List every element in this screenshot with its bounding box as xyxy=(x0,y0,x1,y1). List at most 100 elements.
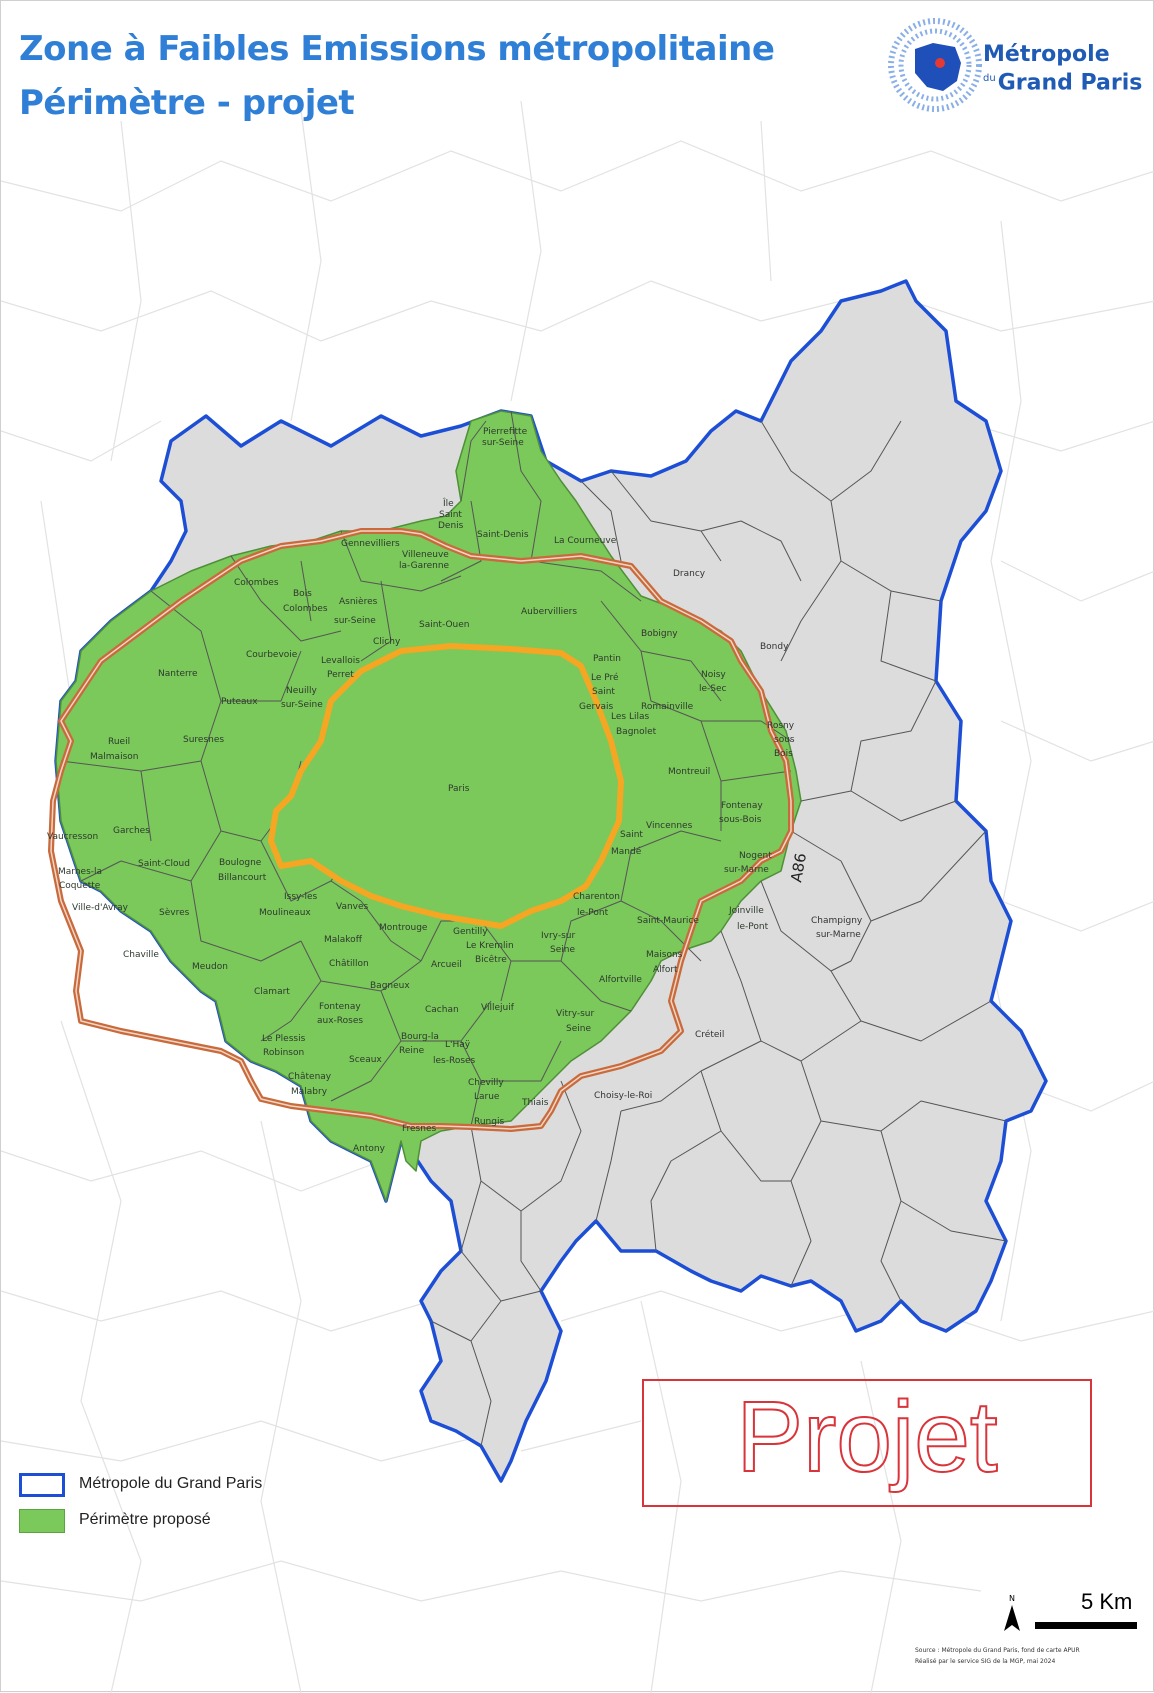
place-pantin: Pantin xyxy=(593,654,621,664)
place-antony: Antony xyxy=(353,1144,386,1154)
place-saint-ouen: Saint-Ouen xyxy=(419,620,470,630)
place-arcueil: Arcueil xyxy=(431,960,462,970)
place-ville-davray: Ville-d'Avray xyxy=(72,903,129,913)
place-chatenay: Châtenay xyxy=(288,1072,332,1082)
source-line1: Source : Métropole du Grand Paris, fond … xyxy=(915,1647,1080,1654)
place-rosny: Rosny xyxy=(767,721,795,731)
place-chaville: Chaville xyxy=(123,950,159,960)
place-malakoff: Malakoff xyxy=(324,935,363,945)
place-chatenay-2: Malabry xyxy=(291,1087,328,1097)
place-noisy-2: le-Sec xyxy=(699,684,727,694)
place-sevres: Sèvres xyxy=(159,907,190,918)
place-marnes-2: Coquette xyxy=(59,881,101,891)
place-kremlin-2: Bicêtre xyxy=(475,954,507,965)
place-levallois: Levallois xyxy=(321,656,360,666)
place-kremlin: Le Kremlin xyxy=(466,941,514,951)
place-rosny-3: Bois xyxy=(774,749,793,759)
place-chevilly: Chevilly xyxy=(468,1078,504,1088)
place-pre: Le Pré xyxy=(591,672,619,683)
place-champigny: Champigny xyxy=(811,916,863,926)
place-romainville: Romainville xyxy=(641,702,694,712)
place-pierrefitte: Pierrefitte xyxy=(483,427,528,437)
place-bagnolet: Bagnolet xyxy=(616,727,657,737)
place-ile-st-denis: Île xyxy=(442,497,454,509)
place-joinville-2: le-Pont xyxy=(737,922,769,932)
legend-metropole-swatch xyxy=(19,1473,65,1497)
place-clamart: Clamart xyxy=(254,987,290,997)
source-note: Source : Métropole du Grand Paris, fond … xyxy=(915,1645,1080,1667)
place-fontenay-sb-2: sous-Bois xyxy=(719,815,762,825)
place-saint-maurice: Saint-Maurice xyxy=(637,916,699,926)
projet-stamp-text: Projet xyxy=(736,1381,997,1493)
legend-perimetre-swatch xyxy=(19,1509,65,1533)
metropole-logo-text: Métropole duGrand Paris xyxy=(983,43,1142,95)
place-boulogne-2: Billancourt xyxy=(218,873,267,883)
place-saint-cloud: Saint-Cloud xyxy=(138,859,190,869)
logo-line2: Grand Paris xyxy=(997,70,1143,96)
place-rueil: Rueil xyxy=(108,737,130,747)
place-asnieres-2: sur-Seine xyxy=(334,616,376,626)
place-saint-mande: Saint xyxy=(620,830,643,840)
place-bourg-2: Reine xyxy=(399,1046,425,1056)
place-champigny-2: sur-Marne xyxy=(816,930,861,940)
place-thiais: Thiais xyxy=(521,1098,549,1108)
place-villeneuve: Villeneuve xyxy=(402,550,449,560)
place-aubervilliers: Aubervilliers xyxy=(521,607,577,617)
place-garches: Garches xyxy=(113,826,150,836)
a86-label: A86 xyxy=(787,852,810,884)
place-villeneuve-2: la-Garenne xyxy=(399,561,450,571)
place-plessis: Le Plessis xyxy=(262,1034,306,1044)
place-issy: Issy-les xyxy=(284,892,317,902)
background-communes xyxy=(1,100,1154,1693)
place-chevilly-2: Larue xyxy=(474,1092,500,1102)
map-title: Zone à Faibles Emissions métropolitaine xyxy=(19,29,775,69)
place-ile-st-denis-2: Saint xyxy=(439,510,462,520)
place-fresnes: Fresnes xyxy=(402,1124,436,1134)
place-vincennes: Vincennes xyxy=(646,821,693,831)
place-choisy: Choisy-le-Roi xyxy=(594,1091,652,1101)
place-asnieres: Asnières xyxy=(339,596,378,607)
place-alfortville: Alfortville xyxy=(599,975,642,985)
place-puteaux: Puteaux xyxy=(221,697,258,707)
place-pre-3: Gervais xyxy=(579,702,614,712)
place-marnes: Marnes-la xyxy=(58,867,102,877)
place-bondy: Bondy xyxy=(760,642,789,652)
place-nogent-2: sur-Marne xyxy=(724,865,769,875)
place-les-lilas: Les Lilas xyxy=(611,712,649,722)
place-plessis-2: Robinson xyxy=(263,1048,304,1058)
place-fontenay-r-2: aux-Roses xyxy=(317,1016,363,1026)
place-la-courneuve: La Courneuve xyxy=(554,536,617,546)
place-creteil: Créteil xyxy=(695,1029,724,1040)
place-vitry: Vitry-sur xyxy=(556,1009,594,1019)
place-maisons: Maisons xyxy=(646,950,683,960)
legend-perimetre-label: Périmètre proposé xyxy=(79,1511,211,1528)
place-villejuif: Villejuif xyxy=(481,1003,515,1013)
place-ile-st-denis-3: Denis xyxy=(438,521,464,531)
place-saint-denis: Saint-Denis xyxy=(477,530,529,540)
place-ivry: Ivry-sur xyxy=(541,931,575,941)
scale-label: 5 Km xyxy=(1081,1589,1133,1614)
place-fontenay-r: Fontenay xyxy=(319,1002,361,1012)
place-pierrefitte-2: sur-Seine xyxy=(482,438,524,448)
place-neuilly-2: sur-Seine xyxy=(281,700,323,710)
north-arrow-icon: N xyxy=(1004,1594,1020,1631)
place-rungis: Rungis xyxy=(474,1117,504,1127)
place-suresnes: Suresnes xyxy=(183,735,224,745)
place-nanterre: Nanterre xyxy=(158,669,198,679)
place-gennevilliers: Gennevilliers xyxy=(341,539,400,549)
place-bobigny: Bobigny xyxy=(641,629,678,639)
place-levallois-2: Perret xyxy=(327,670,354,680)
place-hay: L'Haÿ xyxy=(445,1040,471,1050)
logo-line1: Métropole xyxy=(983,42,1110,67)
place-courbevoie: Courbevoie xyxy=(246,650,298,660)
commune-boundaries xyxy=(60,410,1007,1447)
place-hay-2: les-Roses xyxy=(433,1056,476,1066)
place-maisons-2: Alfort xyxy=(653,965,678,975)
place-bois-colombes-2: Colombes xyxy=(283,604,328,614)
place-bois-colombes: Bois xyxy=(293,589,312,599)
place-colombes: Colombes xyxy=(234,578,279,588)
place-joinville: Joinville xyxy=(728,906,764,916)
place-labels: Paris Pierrefitte sur-Seine Île Saint De… xyxy=(47,427,863,1154)
